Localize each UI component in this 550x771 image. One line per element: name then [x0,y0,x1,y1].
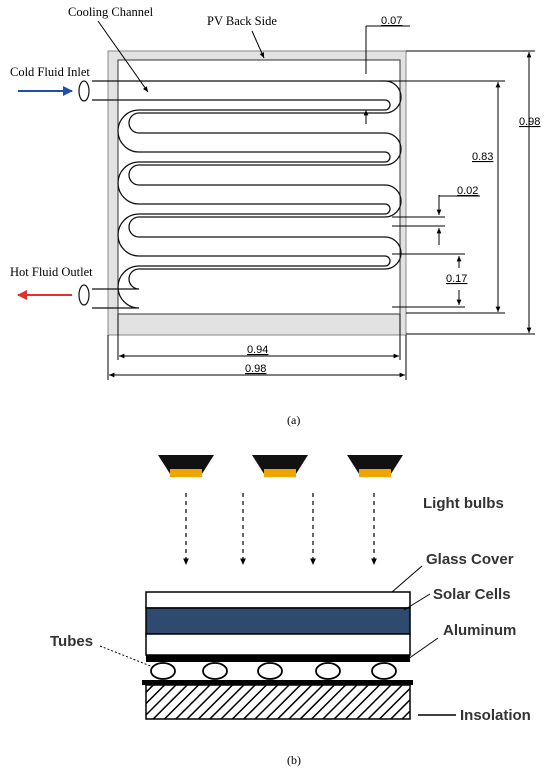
cold-fluid-inlet-label: Cold Fluid Inlet [10,65,90,79]
panel-a: Cold Fluid Inlet Hot Fluid Outlet Coolin… [10,5,540,427]
tube-5 [371,662,397,680]
serpentine-channel-outer [92,80,402,290]
light-bulb-2 [252,455,308,477]
solar-cells-leader [403,593,431,611]
inner-plate [117,59,401,315]
aluminum-layer [145,633,411,656]
solar-cells-layer [145,607,411,635]
dim-outer-width: 0.98 [245,363,266,375]
dim-outer-height: 0.98 [519,116,540,128]
hot-fluid-outlet-label: Hot Fluid Outlet [10,265,93,279]
solar-cells-label: Solar Cells [433,586,511,603]
tube-1 [150,662,176,680]
serpentine-channel-inner [92,99,391,309]
light-bulb-3 [347,455,403,477]
caption-a: (a) [287,413,300,427]
dim-inner-height: 0.83 [472,151,493,163]
cooling-channel-label: Cooling Channel [68,5,154,19]
tube-2 [202,662,228,680]
tube-4 [315,662,341,680]
absorber-plate [146,655,410,662]
insolation-top-bar [142,680,413,685]
dim-pitch: 0.17 [446,273,467,285]
aluminum-label: Aluminum [443,622,516,639]
dim-channel-gap: 0.07 [381,15,402,27]
glass-cover-label: Glass Cover [426,551,514,568]
caption-b: (b) [287,753,301,767]
tubes-leader [99,645,154,668]
pv-back-side-label: PV Back Side [207,14,277,28]
glass-cover-layer [145,591,411,609]
outlet-pipe-end [78,284,90,306]
glass-cover-leader [391,565,423,593]
insolation-layer [145,684,411,720]
dim-inner-width: 0.94 [247,344,268,356]
tubes-label: Tubes [50,633,93,650]
light-bulbs-label: Light bulbs [423,495,504,512]
tube-3 [257,662,283,680]
light-bulb-1 [158,455,214,477]
insolation-label: Insolation [460,707,531,724]
panel-b: Light bulbs Glass Cover Solar Cells Alum… [50,455,531,767]
pv-back-side-leader [251,30,265,59]
inlet-pipe-end [78,80,90,102]
dim-wall-gap: 0.02 [457,185,478,197]
aluminum-leader [407,637,439,660]
cooling-channel-leader [97,20,149,93]
